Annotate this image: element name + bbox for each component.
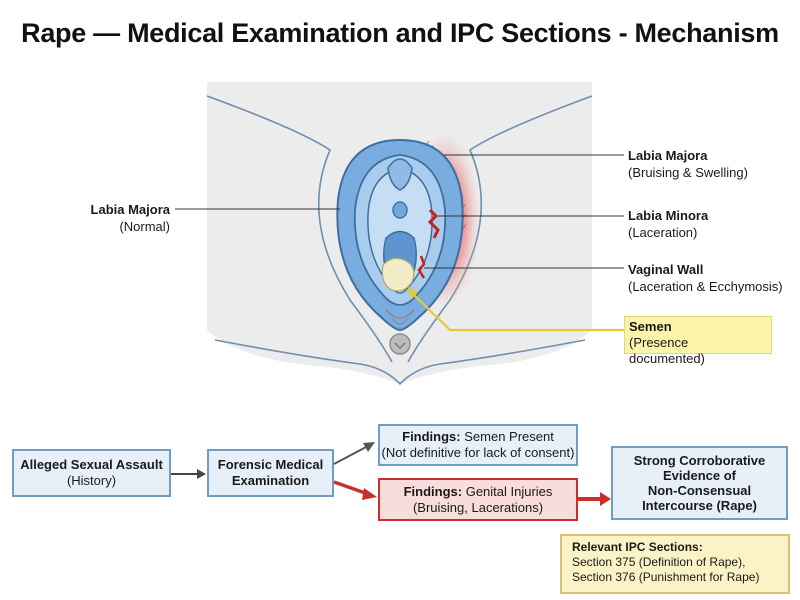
box-forensic-exam: Forensic Medical Examination — [207, 449, 334, 497]
box-ipc-sections: Relevant IPC Sections: Section 375 (Defi… — [560, 534, 790, 594]
anus — [389, 333, 411, 355]
arrow-exam-finding1 — [333, 445, 369, 465]
thigh-outline-left — [206, 95, 393, 363]
ipc-title: Relevant IPC Sections: — [572, 540, 703, 554]
callout-subtitle: (Normal) — [119, 219, 170, 234]
thigh-outline-right — [407, 95, 593, 363]
callout-semen: Semen (Presence documented) — [624, 316, 772, 366]
finding-value: Genital Injuries — [465, 483, 553, 499]
box-conclusion: Strong Corroborative Evidence of Non-Con… — [611, 446, 788, 520]
leader-semen — [411, 292, 624, 332]
arrowhead-assault-exam — [197, 469, 206, 479]
callout-title: Labia Majora — [628, 148, 708, 163]
box-line: Non-Consensual — [647, 483, 752, 498]
box-line: Forensic Medical — [217, 457, 324, 472]
semen-deposit — [381, 257, 415, 292]
anus-fold — [394, 342, 406, 349]
ipc-line: Section 375 (Definition of Rape), — [572, 555, 746, 569]
box-title: Alleged Sexual Assault — [20, 457, 163, 472]
lower-curve — [214, 339, 586, 386]
box-subtitle: (History) — [66, 473, 117, 488]
callout-labia-minora: Labia Minora (Laceration) — [628, 207, 798, 241]
finding-subtitle: (Not definitive for lack of consent) — [381, 445, 575, 460]
arrow-exam-finding2 — [333, 480, 369, 496]
finding-heading: Findings: Genital Injuries — [404, 484, 553, 500]
urethral-opening — [392, 201, 408, 219]
box-finding-semen: Findings: Semen Present (Not definitive … — [378, 424, 578, 466]
callout-title: Labia Majora — [90, 202, 170, 217]
semen-arrowhead — [408, 287, 418, 299]
arrowhead-finding2-conclusion — [600, 492, 611, 506]
arrowhead-exam-finding1 — [363, 442, 375, 452]
clitoral-hood — [387, 158, 413, 191]
callout-subtitle: (Bruising & Swelling) — [628, 165, 748, 180]
box-alleged-assault: Alleged Sexual Assault (History) — [12, 449, 171, 497]
callout-subtitle: (Laceration) — [628, 225, 698, 240]
finding-label: Findings: — [403, 483, 463, 499]
box-finding-injuries: Findings: Genital Injuries (Bruising, La… — [378, 478, 578, 521]
finding-label: Findings: — [402, 429, 461, 444]
callout-title: Labia Minora — [628, 208, 709, 223]
box-line: Intercourse (Rape) — [642, 498, 757, 513]
laceration-minora — [427, 208, 440, 239]
finding-heading: Findings: Semen Present — [402, 429, 554, 445]
perineum-line — [391, 317, 409, 325]
callout-subtitle: (Laceration & Ecchymosis) — [628, 279, 783, 294]
callout-vaginal-wall: Vaginal Wall (Laceration & Ecchymosis) — [628, 261, 798, 295]
callout-title: Vaginal Wall — [628, 262, 704, 277]
callout-title: Semen — [629, 319, 672, 334]
finding-value: Semen Present — [464, 429, 554, 444]
callout-labia-majora-bruising: Labia Majora (Bruising & Swelling) — [628, 147, 798, 181]
box-line: Examination — [231, 473, 310, 488]
perineum — [385, 309, 415, 319]
finding-subtitle: (Bruising, Lacerations) — [412, 499, 544, 515]
ipc-line: Section 376 (Punishment for Rape) — [572, 570, 760, 584]
arrowhead-exam-finding2 — [362, 488, 377, 500]
page-title: Rape — Medical Examination and IPC Secti… — [21, 18, 779, 48]
callout-subtitle: (Presence documented) — [629, 335, 705, 366]
callout-labia-majora-normal: Labia Majora (Normal) — [40, 201, 170, 235]
box-line: Strong Corroborative — [633, 453, 766, 468]
laceration-wall — [417, 255, 426, 279]
box-line: Evidence of — [663, 468, 736, 483]
